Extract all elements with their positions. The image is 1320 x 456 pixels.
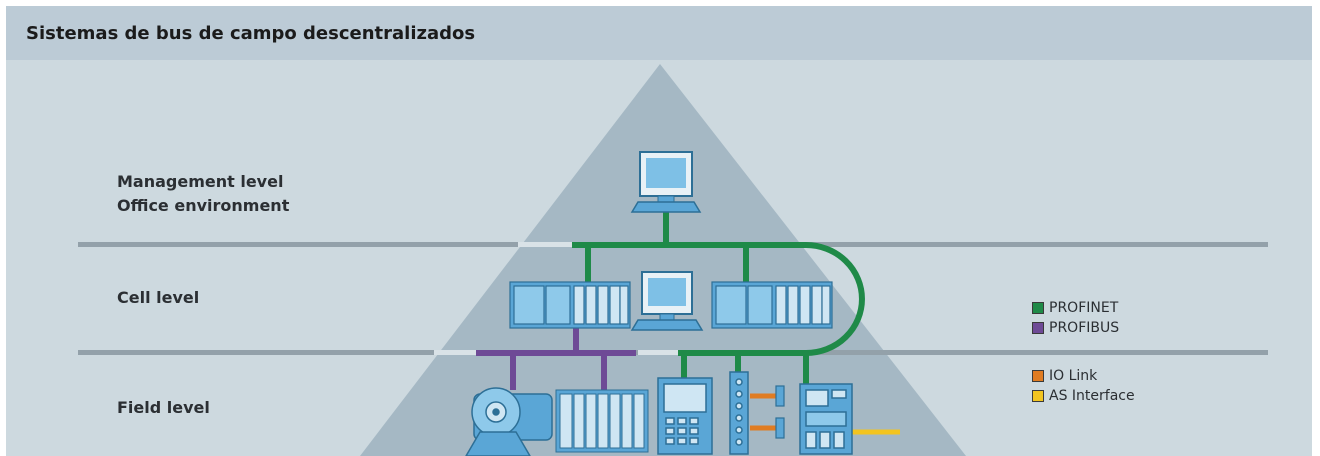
separator-gap-top [518, 242, 578, 247]
management-level-text: Management level [117, 172, 284, 191]
plc-right-icon [711, 281, 833, 329]
level-label-cell: Cell level [117, 288, 200, 307]
cell-pc-icon [630, 271, 704, 331]
separator-gap-left [434, 350, 482, 355]
profinet-swatch [1032, 302, 1044, 314]
legend-networks: PROFINET PROFIBUS [1032, 298, 1119, 338]
io-link-sensor-icon [775, 417, 785, 439]
io-link-connections [750, 393, 776, 431]
legend-item-profibus: PROFIBUS [1032, 318, 1119, 338]
plc-left-icon [509, 281, 631, 329]
legend-item-as-interface: AS Interface [1032, 386, 1135, 406]
distributed-io-icon [555, 389, 649, 453]
legend-label-profinet: PROFINET [1049, 300, 1119, 316]
office-environment-text: Office environment [117, 196, 290, 215]
level-label-field: Field level [117, 398, 210, 417]
as-interface-swatch [1032, 390, 1044, 402]
separator-gap-mid [638, 350, 678, 355]
profibus-network [476, 326, 636, 390]
legend-label-io-link: IO Link [1049, 368, 1098, 384]
io-link-sensor-icon [775, 385, 785, 407]
header-bar: Sistemas de bus de campo descentralizado… [6, 6, 1312, 60]
legend-label-as-interface: AS Interface [1049, 388, 1135, 404]
io-link-master-icon [729, 371, 749, 455]
legend-label-profibus: PROFIBUS [1049, 320, 1120, 336]
motor-icon [465, 387, 553, 456]
io-link-swatch [1032, 370, 1044, 382]
legend-field-connections: IO Link AS Interface [1032, 366, 1135, 406]
profinet-network [572, 210, 865, 384]
field-controller-icon [799, 383, 853, 455]
legend-item-profinet: PROFINET [1032, 298, 1119, 318]
page-title: Sistemas de bus de campo descentralizado… [26, 23, 476, 44]
profibus-swatch [1032, 322, 1044, 334]
legend-item-io-link: IO Link [1032, 366, 1135, 386]
diagram-canvas: Management level Office environment Cell… [6, 60, 1312, 456]
hmi-panel-icon [657, 377, 713, 455]
network-pyramid-diagram [78, 64, 1268, 456]
level-label-management: Management level Office environment [117, 170, 289, 218]
management-pc-icon [630, 151, 702, 213]
